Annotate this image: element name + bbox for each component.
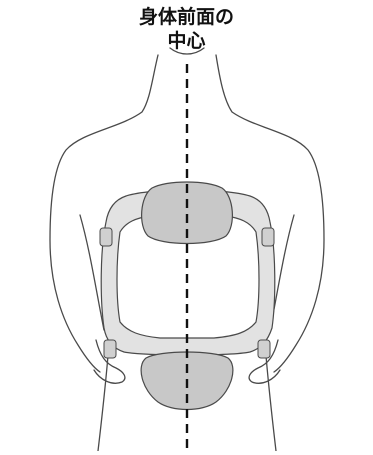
right-hinge-lower xyxy=(258,340,270,358)
left-hinge-lower xyxy=(104,340,116,358)
caption-line-2: 中心 xyxy=(0,30,373,52)
left-hinge-upper xyxy=(100,228,112,246)
caption-line-1: 身体前面の xyxy=(0,6,373,28)
right-hinge-upper xyxy=(262,228,274,246)
